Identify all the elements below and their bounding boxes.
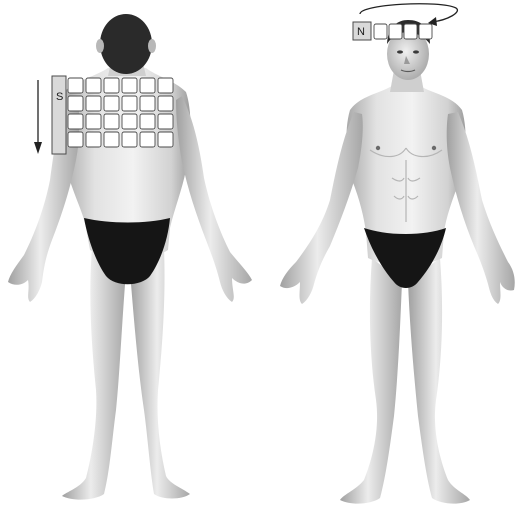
back-left-leg: [62, 248, 126, 500]
back-magnet-cell: [68, 132, 83, 147]
back-magnet-cell: [158, 78, 173, 93]
head-magnet-cell: [374, 24, 387, 39]
back-magnet-cell: [104, 96, 119, 111]
head-magnet-cell: [404, 24, 417, 39]
back-magnet-cell: [122, 78, 137, 93]
back-magnet-cell: [140, 96, 155, 111]
back-magnet-cell: [68, 78, 83, 93]
back-magnet-cell: [158, 114, 173, 129]
back-magnet-cell: [104, 114, 119, 129]
back-magnet-cell: [104, 132, 119, 147]
head-magnet-cell: [389, 24, 402, 39]
back-magnet-cell: [158, 132, 173, 147]
figure-back-view: S: [8, 14, 252, 500]
back-magnet-pad: [52, 76, 173, 154]
back-magnet-cell: [86, 114, 101, 129]
magnet-pole-label-n: N: [357, 26, 365, 38]
down-arrow-icon: [34, 80, 42, 154]
back-magnet-cell: [122, 96, 137, 111]
back-magnet-cell: [68, 96, 83, 111]
front-right-leg: [408, 258, 470, 504]
back-magnet-cell: [86, 132, 101, 147]
back-right-leg: [130, 248, 190, 499]
head-magnet-cell: [419, 24, 432, 39]
back-magnet-cell: [158, 96, 173, 111]
back-magnet-cell: [140, 114, 155, 129]
back-head: [100, 14, 152, 74]
back-magnet-cell: [68, 114, 83, 129]
back-magnet-cell: [122, 132, 137, 147]
back-right-arm: [176, 96, 252, 302]
front-left-arm: [280, 112, 363, 304]
magnet-pole-label-s: S: [56, 91, 63, 103]
back-magnet-cell: [140, 78, 155, 93]
back-magnet-cell: [86, 96, 101, 111]
front-right-arm: [447, 112, 515, 304]
back-magnet-cell: [104, 78, 119, 93]
back-magnet-cell: [86, 78, 101, 93]
back-magnet-bar: [52, 76, 66, 154]
figure-front-view: N: [280, 4, 515, 504]
front-left-leg: [340, 258, 402, 504]
back-magnet-cell: [140, 132, 155, 147]
back-magnet-cell: [122, 114, 137, 129]
